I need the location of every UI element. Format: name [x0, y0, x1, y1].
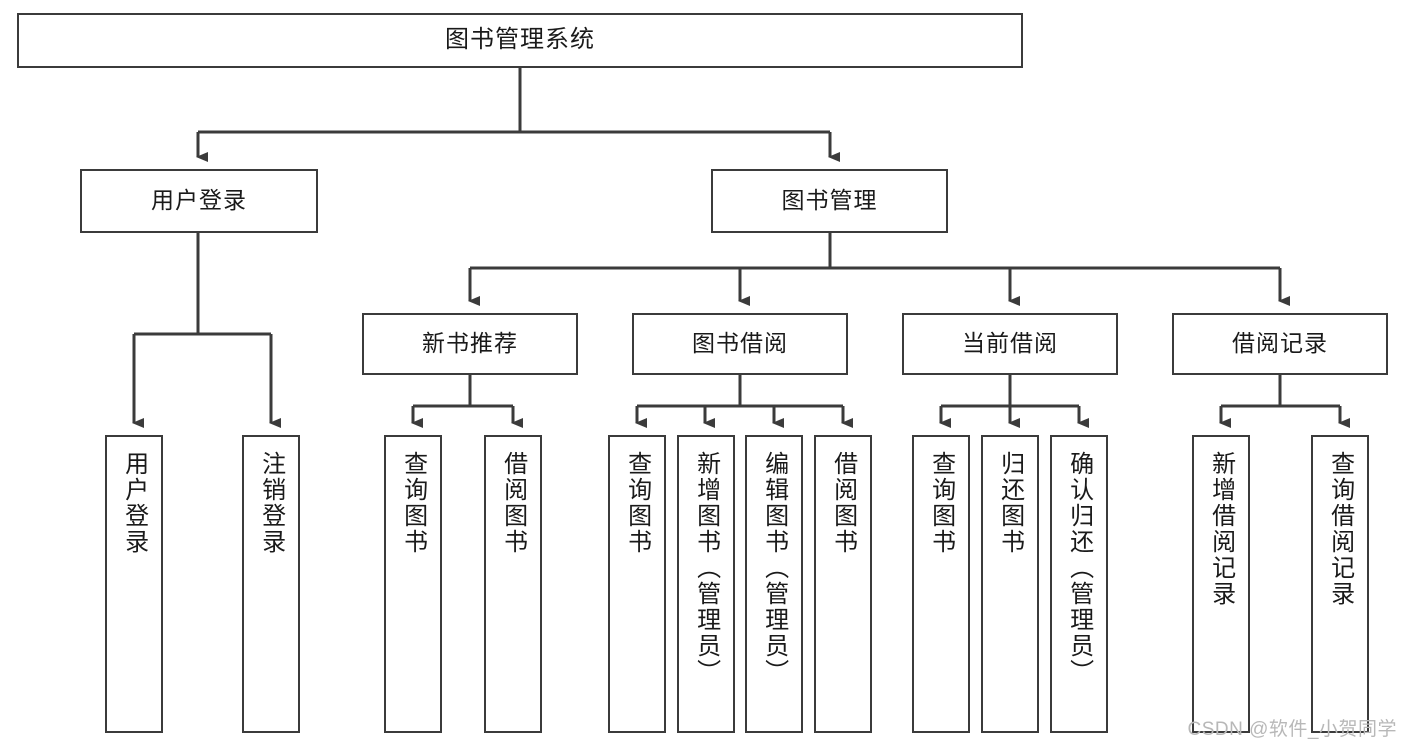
leaf-query-book-newbook[interactable]: 查询图书 — [384, 435, 442, 733]
leaf-add-borrow-record[interactable]: 新增借阅记录 — [1192, 435, 1250, 733]
leaf-borrow-book-newbook[interactable]: 借阅图书 — [484, 435, 542, 733]
node-label: 查询借阅记录 — [1326, 451, 1354, 607]
node-book-management[interactable]: 图书管理 — [711, 169, 948, 233]
node-label: 归还图书 — [996, 451, 1024, 555]
node-label: 查询图书 — [623, 451, 651, 555]
watermark-text: CSDN @软件_小贺同学 — [1187, 719, 1397, 740]
leaf-edit-book-admin[interactable]: 编辑图书（管理员） — [745, 435, 803, 733]
node-label: 图书管理系统 — [445, 26, 595, 54]
leaf-user-login[interactable]: 用户登录 — [105, 435, 163, 733]
node-root[interactable]: 图书管理系统 — [17, 13, 1023, 68]
node-label: 查询图书 — [399, 451, 427, 555]
leaf-add-book-admin[interactable]: 新增图书（管理员） — [677, 435, 735, 733]
node-label: 编辑图书（管理员） — [760, 451, 788, 685]
node-current-borrow[interactable]: 当前借阅 — [902, 313, 1118, 375]
node-label: 当前借阅 — [962, 330, 1058, 357]
node-label: 新书推荐 — [422, 330, 518, 357]
leaf-return-book[interactable]: 归还图书 — [981, 435, 1039, 733]
node-new-book-recommend[interactable]: 新书推荐 — [362, 313, 578, 375]
node-label: 借阅图书 — [829, 451, 857, 555]
node-label: 确认归还（管理员） — [1065, 451, 1093, 685]
node-label: 新增图书（管理员） — [692, 451, 720, 685]
node-borrow-record[interactable]: 借阅记录 — [1172, 313, 1388, 375]
node-label: 借阅图书 — [499, 451, 527, 555]
node-label: 用户登录 — [120, 451, 148, 555]
node-label: 查询图书 — [927, 451, 955, 555]
node-label: 新增借阅记录 — [1207, 451, 1235, 607]
leaf-query-borrow-record[interactable]: 查询借阅记录 — [1311, 435, 1369, 733]
node-label: 用户登录 — [151, 187, 247, 214]
node-book-borrow[interactable]: 图书借阅 — [632, 313, 848, 375]
node-label: 图书借阅 — [692, 330, 788, 357]
leaf-query-book-current[interactable]: 查询图书 — [912, 435, 970, 733]
node-label: 注销登录 — [257, 451, 285, 555]
node-label: 图书管理 — [781, 187, 878, 214]
node-user-login[interactable]: 用户登录 — [80, 169, 318, 233]
leaf-logout[interactable]: 注销登录 — [242, 435, 300, 733]
node-label: 借阅记录 — [1232, 330, 1328, 357]
leaf-confirm-return-admin[interactable]: 确认归还（管理员） — [1050, 435, 1108, 733]
leaf-query-book-borrow[interactable]: 查询图书 — [608, 435, 666, 733]
leaf-borrow-book[interactable]: 借阅图书 — [814, 435, 872, 733]
